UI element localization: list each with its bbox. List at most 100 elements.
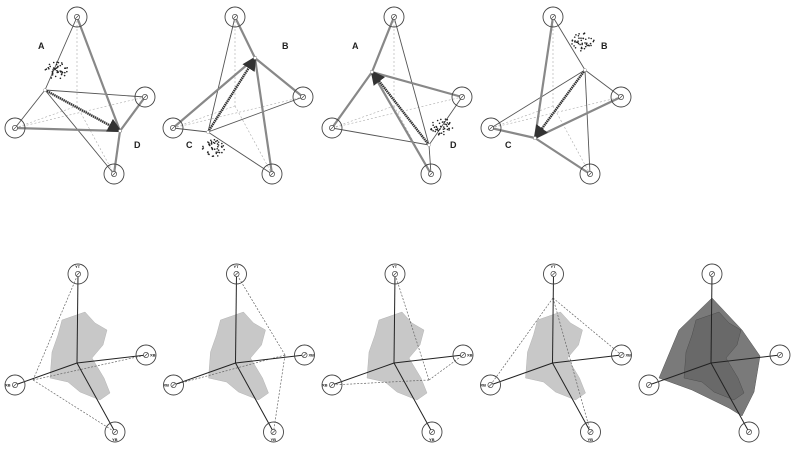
cloud-dot [437,134,440,136]
node-right-tick [300,94,306,100]
cloud-dot [52,69,54,71]
node-left-tick [488,125,494,131]
thick-edge [14,126,121,133]
node-top [542,6,564,28]
cloud-dot [586,42,588,44]
cloud-dot [206,151,209,154]
cloud-dot [574,46,577,49]
thick-edge [371,70,463,99]
thin-edge [14,89,46,129]
node-bottom-tick [428,171,434,177]
point-cloud [201,138,225,158]
axis-node-right [452,344,474,366]
cloud-dot [577,34,580,37]
cloud-dot [438,122,441,125]
cloud-dot [586,44,589,47]
cloud-dot [208,143,211,146]
cloud-dot [60,73,63,75]
thin-edge [552,16,586,71]
thin-edge [428,96,463,146]
node-label-top: YT [75,264,81,269]
point-label: D [134,140,141,150]
cloud-dot [56,71,59,74]
axis-node-right-tick [619,352,624,358]
cloud-dot [584,45,587,48]
axis-node-left-tick [12,382,18,388]
node-label-right: XB [626,353,632,358]
thick-edge [534,96,622,139]
node-bottom [420,163,442,185]
axis-line [393,362,433,433]
cloud-dot [580,39,583,42]
axis-node-top-tick [551,271,556,277]
cloud-dot [217,141,220,143]
node-label-left: XB [164,383,170,388]
axis-node-left-tick [488,382,493,388]
direction-arrow [44,88,123,133]
thin-edge [584,69,591,175]
cloud-dot [216,143,219,145]
cloud-dot [434,130,437,133]
cloud-dot [54,68,56,71]
cloud-dot [215,152,218,155]
axis-line [235,273,237,364]
cloud-dot [576,41,579,44]
cloud-dot [577,42,580,45]
cloud-dot [435,128,437,131]
cloud-dot [580,49,582,52]
axis-node-left [4,374,26,396]
cloud-dot [438,128,441,131]
cloud-dot [215,151,218,153]
cloud-dot [59,64,62,67]
cloud-dot [583,47,586,50]
node-bottom-tick [111,171,117,177]
point-cloud [430,118,454,136]
point-label: C [505,140,512,150]
dashed-edge [490,297,554,386]
node-right [451,86,473,108]
thin-edge [584,69,622,98]
cloud-dot [584,42,586,44]
node-bottom [103,163,125,185]
axis-line [552,354,622,364]
cloud-dot [222,144,225,147]
node-right [134,86,156,108]
thick-edge [112,130,122,175]
cloud-dot [217,149,220,151]
cloud-dot [575,34,577,36]
axis-node-bottom-tick [429,429,435,435]
point-label: B [282,41,289,51]
cloud-dot [210,139,212,142]
projection-shape [366,311,428,401]
node-bottom-tick [269,171,275,177]
cloud-dot [448,127,450,130]
thin-edge [428,144,432,175]
cloud-dot [50,77,53,79]
cloud-dot [66,70,68,73]
node-label-top: YT [392,264,398,269]
cloud-dot [45,68,48,70]
axis-line [76,273,79,364]
cloud-dot [49,65,51,68]
point [533,136,537,140]
cloud-dot [221,151,223,154]
node-label-bottom: YB [588,437,594,442]
cloud-dot [581,42,584,45]
projection-shape [683,311,745,401]
cloud-dot [216,148,218,150]
cloud-dot [51,70,54,73]
cloud-dot [216,139,219,142]
cloud-dot [571,40,574,42]
axis-node-left-tick [646,382,652,388]
projection-shape [525,311,586,401]
axis-line [173,362,236,386]
cloud-dot [56,69,58,72]
axis-node-right-tick [460,352,466,358]
cloud-dot [430,128,433,131]
cloud-dot [207,142,210,144]
cloud-dot [64,67,66,69]
dashed-edge [552,297,591,433]
axis-node-bottom [421,421,443,443]
node-bottom [579,163,601,185]
axis-line [710,273,713,364]
